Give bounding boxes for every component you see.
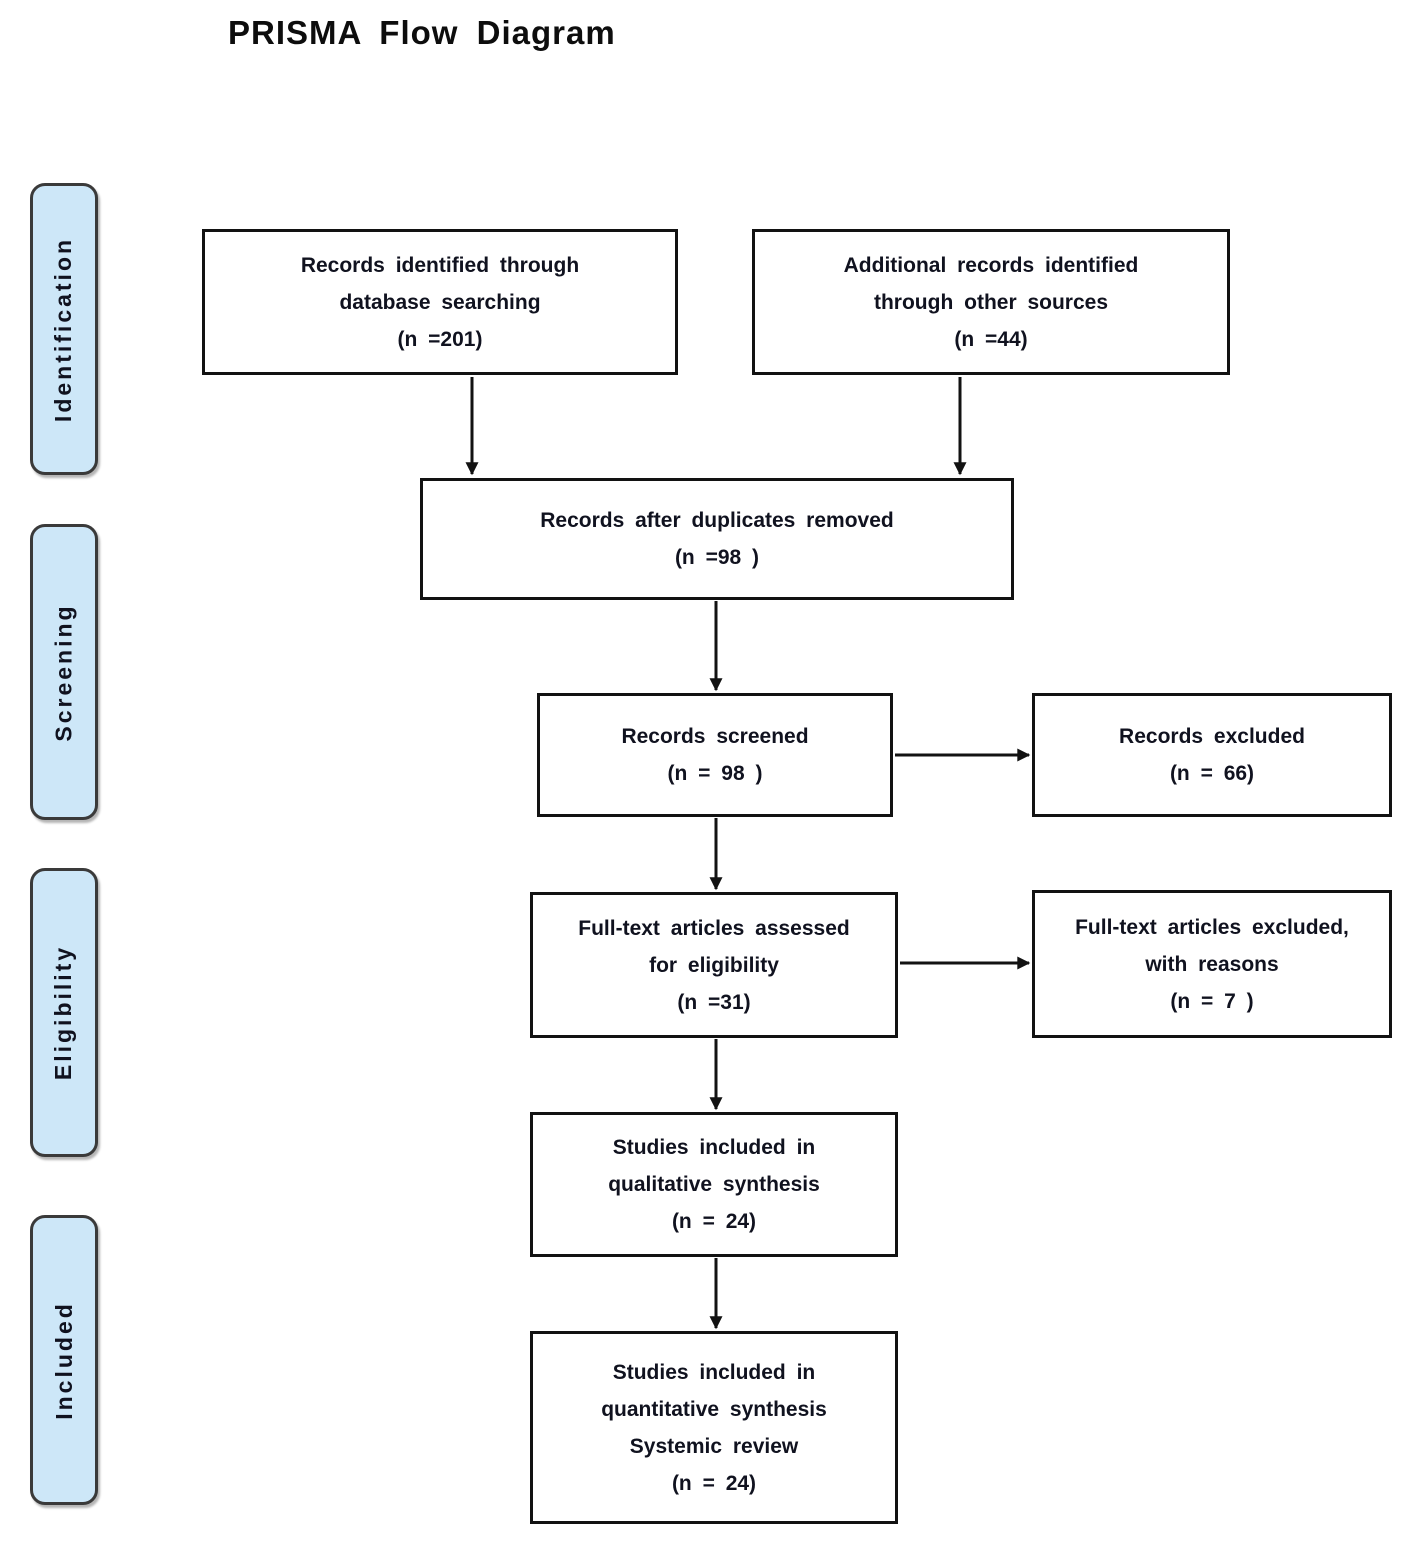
box-text-line: Additional records identified <box>843 253 1139 277</box>
box-text-line: Studies included in <box>612 1136 816 1159</box>
box-text-line: (n = 24) <box>671 1210 757 1233</box>
stage-label-eligibility: Eligibility <box>50 944 77 1081</box>
box-text-line: (n = 66) <box>1169 762 1255 785</box>
box-text-line: (n =98 ) <box>674 546 760 569</box>
box-text-line: Systemic review <box>629 1434 799 1458</box>
box-duplicates-removed: Records after duplicates removed (n =98 ) <box>420 478 1014 600</box>
box-text-line: (n = 98 ) <box>667 762 763 785</box>
stage-screening: Screening <box>30 524 98 820</box>
box-text-line: with reasons <box>1145 952 1279 976</box>
box-text-line: (n =31) <box>677 990 751 1014</box>
box-text-line: (n =44) <box>954 327 1028 351</box>
box-text-line: Records identified through <box>300 253 580 277</box>
box-text-line: database searching <box>339 290 541 314</box>
box-text-line: Records screened <box>621 725 809 748</box>
box-text-line: Full-text articles excluded, <box>1075 915 1349 939</box>
box-text-line: Studies included in <box>612 1360 816 1384</box>
stage-included: Included <box>30 1215 98 1505</box>
stage-identification: Identification <box>30 183 98 475</box>
box-text-line: Full-text articles assessed <box>578 916 850 940</box>
box-quantitative-synthesis: Studies included in quantitative synthesi… <box>530 1331 898 1524</box>
box-additional-records: Additional records identified through oth… <box>752 229 1230 375</box>
stage-label-screening: Screening <box>50 602 77 742</box>
box-records-screened: Records screened (n = 98 ) <box>537 693 893 817</box>
box-text-line: Records after duplicates removed <box>540 509 894 532</box>
box-records-excluded: Records excluded (n = 66) <box>1032 693 1392 817</box>
box-text-line: quantitative synthesis <box>601 1397 827 1421</box>
box-qualitative-synthesis: Studies included in qualitative synthesis… <box>530 1112 898 1257</box>
box-text-line: (n = 7 ) <box>1170 989 1254 1013</box>
page-title: PRISMA Flow Diagram <box>228 14 616 51</box>
stage-label-identification: Identification <box>50 236 77 422</box>
stage-eligibility: Eligibility <box>30 868 98 1157</box>
box-text-line: for eligibility <box>649 953 779 977</box>
box-text-line: (n =201) <box>397 327 483 351</box>
box-fulltext-excluded: Full-text articles excluded, with reasons… <box>1032 890 1392 1038</box>
box-fulltext-assessed: Full-text articles assessed for eligibili… <box>530 892 898 1038</box>
box-text-line: qualitative synthesis <box>608 1173 820 1196</box>
box-text-line: Records excluded <box>1119 725 1305 748</box>
box-records-identified: Records identified through database searc… <box>202 229 678 375</box>
stage-label-included: Included <box>50 1300 77 1420</box>
box-text-line: (n = 24) <box>671 1471 757 1495</box>
box-text-line: through other sources <box>873 290 1109 314</box>
